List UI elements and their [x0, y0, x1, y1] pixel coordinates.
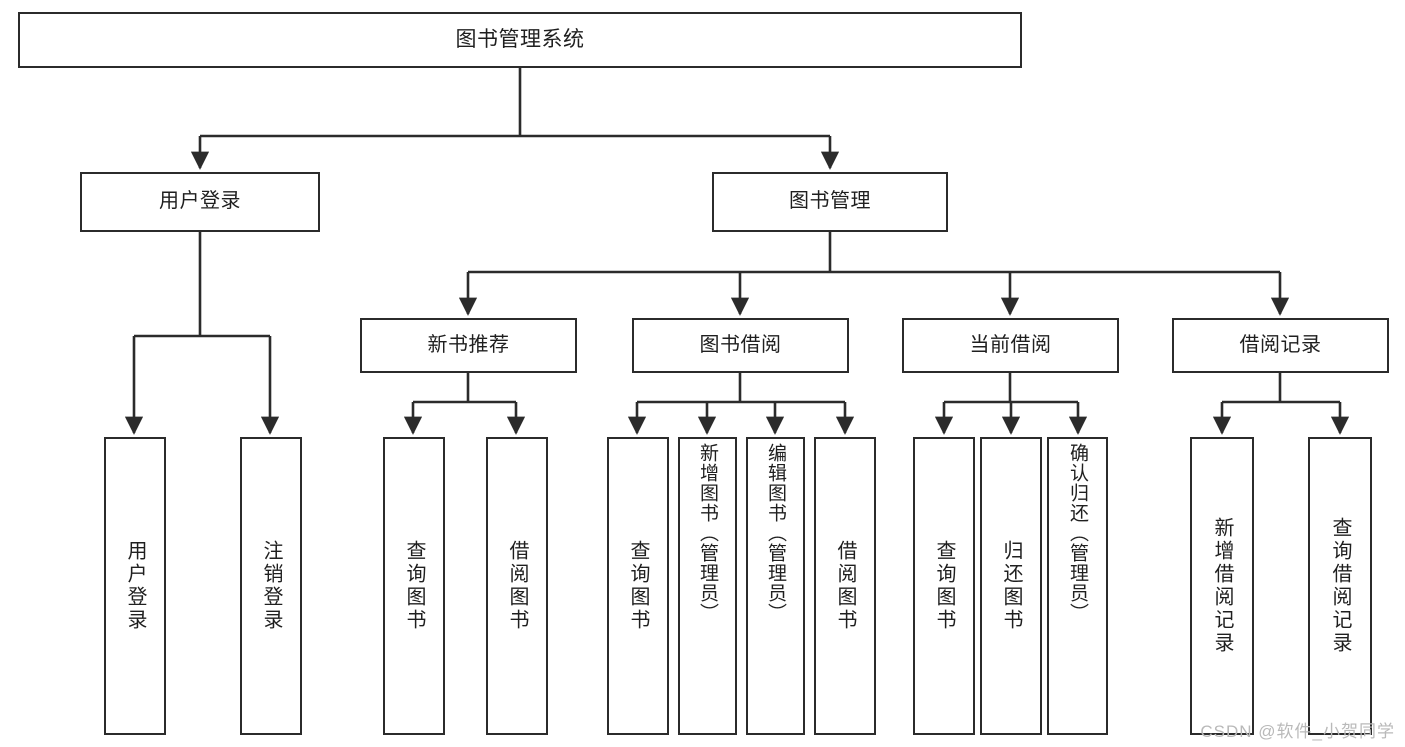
node-current-borrow[interactable]: 当前借阅 [902, 318, 1119, 373]
node-leaf-query-book-2[interactable]: 查询图书 [607, 437, 669, 735]
node-leaf-user-logout[interactable]: 注销登录 [240, 437, 302, 735]
node-leaf-user-logout-label: 注销登录 [260, 540, 282, 632]
node-leaf-edit-book-label: 编辑图书（管理员） [765, 443, 786, 623]
node-leaf-confirm-return[interactable]: 确认归还（管理员） [1047, 437, 1108, 735]
node-leaf-add-book-label: 新增图书（管理员） [697, 443, 718, 623]
node-root-label: 图书管理系统 [455, 27, 585, 51]
node-leaf-query-record-label: 查询借阅记录 [1329, 517, 1351, 655]
node-leaf-query-book-2-label: 查询图书 [627, 540, 649, 632]
node-leaf-confirm-return-label: 确认归还（管理员） [1067, 443, 1088, 623]
node-leaf-query-book-1[interactable]: 查询图书 [383, 437, 445, 735]
node-root[interactable]: 图书管理系统 [18, 12, 1022, 68]
node-leaf-user-login-label: 用户登录 [124, 540, 146, 632]
node-leaf-return-book[interactable]: 归还图书 [980, 437, 1042, 735]
node-book-borrow[interactable]: 图书借阅 [632, 318, 849, 373]
node-book-management-label: 图书管理 [789, 190, 871, 213]
node-leaf-query-record[interactable]: 查询借阅记录 [1308, 437, 1372, 735]
node-leaf-borrow-book-1[interactable]: 借阅图书 [486, 437, 548, 735]
node-leaf-user-login[interactable]: 用户登录 [104, 437, 166, 735]
node-borrow-record[interactable]: 借阅记录 [1172, 318, 1389, 373]
node-user-login[interactable]: 用户登录 [80, 172, 320, 232]
node-new-book-recommend-label: 新书推荐 [427, 333, 510, 356]
node-user-login-label: 用户登录 [159, 190, 241, 213]
node-book-borrow-label: 图书借阅 [699, 333, 782, 356]
node-new-book-recommend[interactable]: 新书推荐 [360, 318, 577, 373]
node-leaf-edit-book[interactable]: 编辑图书（管理员） [746, 437, 805, 735]
node-borrow-record-label: 借阅记录 [1239, 333, 1322, 356]
node-book-management[interactable]: 图书管理 [712, 172, 948, 232]
node-leaf-add-record-label: 新增借阅记录 [1211, 517, 1233, 655]
node-leaf-borrow-book-1-label: 借阅图书 [506, 540, 528, 632]
node-current-borrow-label: 当前借阅 [969, 333, 1052, 356]
node-leaf-add-record[interactable]: 新增借阅记录 [1190, 437, 1254, 735]
csdn-watermark: CSDN @软件_小贺同学 [1200, 722, 1395, 741]
node-leaf-query-book-3[interactable]: 查询图书 [913, 437, 975, 735]
node-leaf-return-book-label: 归还图书 [1000, 540, 1022, 632]
node-leaf-query-book-3-label: 查询图书 [933, 540, 955, 632]
node-leaf-borrow-book-2[interactable]: 借阅图书 [814, 437, 876, 735]
node-leaf-add-book[interactable]: 新增图书（管理员） [678, 437, 737, 735]
node-leaf-query-book-1-label: 查询图书 [403, 540, 425, 632]
node-leaf-borrow-book-2-label: 借阅图书 [834, 540, 856, 632]
